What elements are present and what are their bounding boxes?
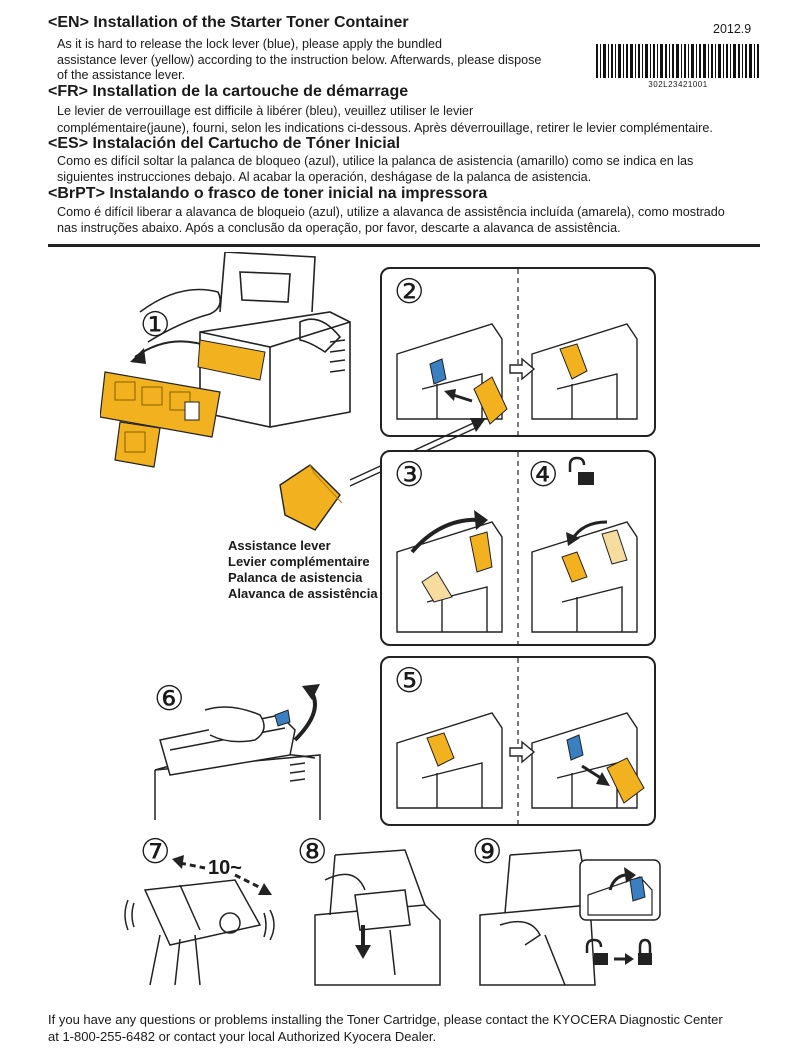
section-text-fr-1: Le levier de verrouillage est difficile … (57, 104, 474, 118)
step-number-8: ⑧ (297, 832, 328, 872)
header-divider (48, 244, 760, 247)
section-text-es-2: siguientes instrucciones debajo. Al acab… (57, 170, 592, 184)
step-number-5: ⑤ (394, 661, 425, 701)
detail-inset (579, 859, 661, 921)
section-title-es: <ES> Instalación del Cartucho de Tóner I… (48, 135, 401, 152)
barcode-number: 302L23421001 (648, 80, 708, 89)
step-number-6: ⑥ (154, 679, 185, 719)
remove-cartridge-illustration (154, 684, 321, 820)
footer-line-1: If you have any questions or problems in… (48, 1012, 723, 1027)
rotate-arrow-icon (474, 510, 488, 530)
section-text-fr-2: complémentaire(jaune), fourni, selon les… (57, 121, 713, 135)
step-3-4-panel: ③ ④ (380, 450, 656, 646)
shake-count-label: 10~ (208, 857, 242, 879)
arrow-icon (596, 772, 610, 786)
rotate-back-arrow-icon (566, 532, 580, 546)
section-text-en-1: As it is hard to release the lock lever … (57, 37, 443, 51)
section-title-en: <EN> Installation of the Starter Toner C… (48, 14, 409, 31)
step-2-panel: ② (380, 267, 656, 437)
section-text-en-3: of the assistance lever. (57, 68, 186, 82)
step-number-7: ⑦ (140, 832, 171, 872)
assistance-lever-label-es: Palanca de asistencia (228, 570, 363, 585)
unlock-lever-illustration (396, 269, 638, 435)
section-text-brpt-2: nas instruções abaixo. Após a conclusão … (57, 221, 621, 235)
assistance-lever-label-pt: Alavanca de assistência (228, 586, 378, 601)
insert-cartridge-illustration (314, 849, 441, 986)
rotate-lever-illustration (396, 452, 638, 644)
unlock-to-lock-icon (585, 938, 652, 965)
document-date: 2012.9 (713, 22, 752, 36)
step-9-illustration: ⑨ (470, 835, 665, 995)
step-number-9: ⑨ (472, 832, 503, 872)
step-8-illustration: ⑧ (295, 835, 445, 995)
assistance-lever-label-fr: Levier complémentaire (228, 554, 370, 569)
unlock-icon (568, 456, 594, 485)
step-number-4: ④ (528, 455, 559, 495)
assistance-lever-part (279, 464, 343, 531)
step-5-panel: ⑤ (380, 656, 656, 826)
next-arrow-icon (509, 357, 536, 381)
step-number-2: ② (394, 272, 425, 312)
section-text-en-2: assistance lever (yellow) according to t… (57, 53, 542, 67)
barcode: 302L23421001 (596, 44, 760, 89)
arrow-icon (130, 348, 146, 364)
step-number-3: ③ (394, 455, 425, 495)
footer-line-2: at 1-800-255-6482 or contact your local … (48, 1029, 437, 1044)
down-arrow-icon (355, 945, 371, 959)
step-1-illustration: ① (100, 252, 360, 472)
remove-assistance-lever-illustration (396, 658, 645, 824)
section-text-es-1: Como es difícil soltar la palanca de blo… (57, 154, 694, 168)
printer-open-illustration (100, 252, 351, 468)
shake-left-arrow-icon (172, 855, 184, 869)
barcode-graphic (596, 44, 759, 78)
next-arrow-icon (509, 740, 536, 764)
step-number-1: ① (140, 305, 171, 345)
section-title-fr: <FR> Installation de la cartouche de dém… (48, 83, 409, 100)
assistance-lever-label-en: Assistance lever (228, 538, 331, 553)
arrow-icon (444, 389, 456, 401)
shake-cartridge-illustration (124, 855, 275, 986)
step-6-illustration: ⑥ (150, 670, 340, 820)
section-title-brpt: <BrPT> Instalando o frasco de toner inic… (48, 185, 488, 202)
lift-arrow-icon (302, 684, 320, 700)
lock-lever-illustration (479, 849, 661, 986)
section-text-brpt-1: Como é difícil liberar a alavanca de blo… (57, 205, 725, 219)
shake-right-arrow-icon (258, 883, 272, 895)
step-7-illustration: ⑦ 10~ (120, 835, 285, 995)
